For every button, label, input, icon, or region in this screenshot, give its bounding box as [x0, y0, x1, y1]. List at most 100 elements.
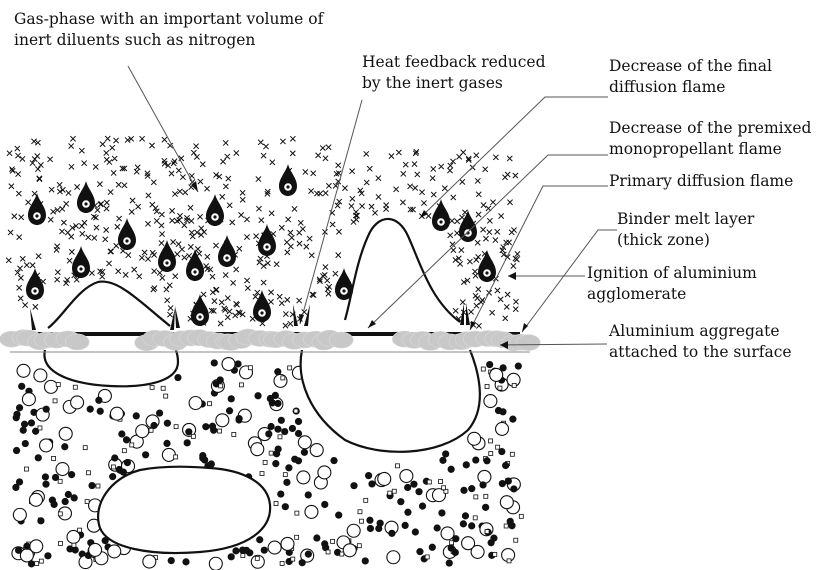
additive-particle — [96, 484, 100, 488]
cross-mark — [454, 231, 459, 236]
ap-crystal-left — [44, 340, 178, 386]
cross-mark — [468, 309, 473, 314]
aggregate-blob — [329, 332, 353, 348]
cross-mark — [167, 312, 172, 317]
cross-mark — [476, 254, 481, 259]
cross-mark — [213, 243, 218, 248]
droplet-centre — [286, 185, 289, 188]
cross-mark — [467, 259, 472, 264]
cross-mark — [9, 184, 14, 189]
aluminium-particle — [182, 558, 189, 565]
droplet-centre — [213, 215, 216, 218]
cross-mark — [474, 303, 479, 308]
cross-mark — [283, 311, 288, 316]
aluminium-particle — [305, 551, 312, 558]
premixed-flame-right — [345, 219, 460, 322]
cross-mark — [24, 262, 29, 267]
cross-mark — [59, 229, 64, 234]
cross-mark — [140, 136, 145, 141]
additive-particle — [331, 539, 335, 543]
additive-particle — [130, 443, 134, 447]
aluminium-particle — [95, 397, 102, 404]
cross-mark — [270, 160, 275, 165]
additive-particle — [219, 384, 223, 388]
cross-mark — [175, 252, 180, 257]
ap-particle — [44, 380, 57, 393]
additive-particle — [35, 562, 39, 566]
aluminium-particle — [199, 455, 206, 462]
cross-mark — [285, 297, 290, 302]
cross-mark — [513, 173, 518, 178]
cross-mark — [112, 156, 117, 161]
cross-mark — [134, 169, 139, 174]
cross-mark — [475, 240, 480, 245]
cross-mark — [403, 162, 408, 167]
cross-mark — [172, 191, 177, 196]
droplet-centre — [84, 202, 87, 205]
additive-particle — [52, 456, 56, 460]
cross-mark — [179, 247, 184, 252]
aluminium-particle — [111, 454, 118, 461]
aluminium-particle — [301, 449, 308, 456]
cross-mark — [225, 295, 230, 300]
additive-particle — [232, 432, 236, 436]
cross-mark — [447, 168, 452, 173]
additive-particle — [427, 480, 431, 484]
cross-mark — [333, 271, 338, 276]
cross-mark — [95, 207, 100, 212]
label-premixed-flame-line1: Decrease of the premixed — [609, 118, 811, 139]
cross-mark — [36, 254, 41, 259]
ap-particle — [484, 395, 497, 408]
droplet-centre — [125, 239, 128, 242]
additive-particle — [86, 471, 90, 475]
cross-mark — [239, 212, 244, 217]
cross-mark — [326, 291, 331, 296]
aluminium-particle — [412, 528, 419, 535]
aluminium-particle — [168, 557, 175, 564]
cross-mark — [261, 280, 266, 285]
label-binder-layer-line1: Binder melt layer — [617, 209, 754, 230]
cross-mark — [503, 316, 508, 321]
label-binder-layer-line2: (thick zone) — [617, 230, 754, 251]
ap-particle — [216, 414, 229, 427]
cross-mark — [254, 234, 259, 239]
cross-mark — [288, 230, 293, 235]
droplet-flame — [118, 218, 136, 250]
cross-mark — [60, 206, 65, 211]
additive-particle — [174, 455, 178, 459]
additive-particle — [512, 383, 516, 387]
droplet-flame — [218, 235, 236, 267]
ap-particle — [310, 444, 323, 457]
cross-mark — [487, 218, 492, 223]
aluminium-particle — [18, 383, 25, 390]
aluminium-particle — [299, 559, 306, 566]
cross-mark — [200, 162, 205, 167]
cross-mark — [290, 136, 295, 141]
cross-mark — [30, 263, 35, 268]
aluminium-particle — [274, 426, 281, 433]
cross-mark — [37, 176, 42, 181]
cross-mark — [188, 205, 193, 210]
aluminium-particle — [367, 525, 374, 532]
cross-mark — [170, 239, 175, 244]
cross-mark — [114, 243, 119, 248]
label-primary-flame-line1: Primary diffusion flame — [609, 171, 793, 192]
cross-mark — [136, 204, 141, 209]
additive-particle — [58, 541, 62, 545]
cross-mark — [204, 186, 209, 191]
ap-particle — [251, 443, 264, 456]
cross-mark — [507, 156, 512, 161]
cross-mark — [69, 234, 74, 239]
cross-mark — [169, 171, 174, 176]
cross-mark — [240, 190, 245, 195]
burning-droplet — [279, 164, 297, 196]
cross-mark — [279, 225, 284, 230]
aluminium-particle — [109, 473, 116, 480]
aluminium-particle — [68, 471, 75, 478]
aluminium-particle — [479, 481, 486, 488]
aluminium-particle — [313, 534, 320, 541]
additive-particle — [191, 434, 195, 438]
additive-particle — [218, 429, 222, 433]
cross-mark — [277, 294, 282, 299]
ap-particle — [189, 396, 202, 409]
